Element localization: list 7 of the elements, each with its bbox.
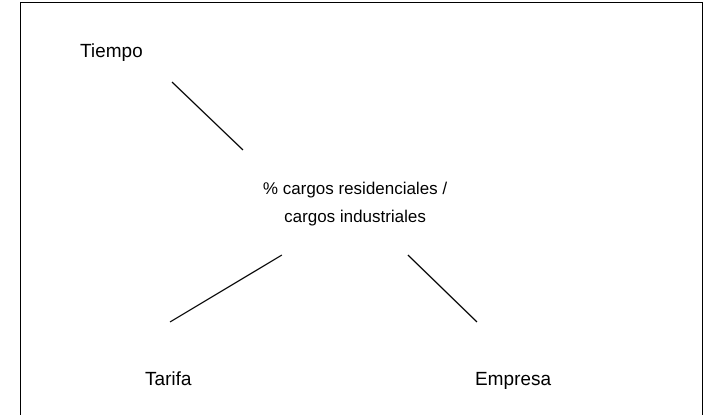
node-label: Tarifa <box>145 368 192 392</box>
node-label: Tiempo <box>80 40 143 64</box>
connector-line <box>407 254 478 322</box>
connector-line <box>170 254 282 323</box>
connector-line <box>172 82 244 150</box>
node-label: % cargos residenciales / cargos industriales <box>262 178 448 228</box>
node-label: Empresa <box>475 368 552 392</box>
